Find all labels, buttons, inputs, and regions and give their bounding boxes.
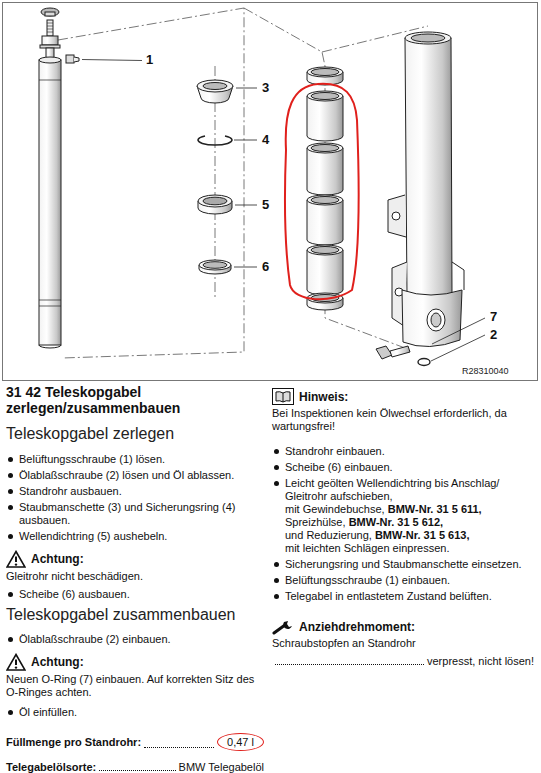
row-block: Füllmenge pro Standrohr: 0,47 l bbox=[6, 733, 264, 751]
step-text: Leicht geölten Wellendichtring bis Ansch… bbox=[285, 477, 499, 502]
li-block: Ölablaßschraube (2) lösen und Öl ablasse… bbox=[6, 469, 264, 482]
step-text: Standrohr ausbauen. bbox=[19, 485, 122, 497]
li-block: Wellendichtring (5) aushebeln. bbox=[6, 530, 264, 543]
torque-heading: Anziehdrehmoment: bbox=[299, 619, 415, 635]
heading-row: Achtung: bbox=[6, 550, 264, 568]
body-text: Gleitrohr nicht beschädigen. bbox=[6, 570, 264, 583]
rowlead-block: verpresst, nicht lösen! bbox=[272, 654, 534, 668]
h1-block: 31 42 Teleskopgabel zerlegen/zusammenbau… bbox=[6, 384, 264, 416]
h2-block: Teleskopgabel zusammenbauen bbox=[6, 605, 264, 624]
callout-number: 2 bbox=[490, 327, 497, 342]
note-heading: Hinweis: bbox=[299, 389, 348, 405]
li-block: Scheibe (6) einbauen. bbox=[272, 461, 534, 474]
step-text: Telegabel in entlastetem Zustand belüfte… bbox=[285, 590, 492, 602]
slider-tube bbox=[388, 32, 464, 347]
drain-screw-and-oring bbox=[376, 318, 485, 366]
spec-value: verpresst, nicht lösen! bbox=[427, 654, 534, 668]
vent-screw bbox=[66, 55, 142, 63]
right-column: Hinweis: Bei Inspektionen kein Ölwechsel … bbox=[272, 388, 534, 668]
frame bbox=[3, 3, 538, 381]
warn-block: Achtung: Gleitrohr nicht beschädigen. bbox=[6, 550, 264, 583]
torque-icon bbox=[272, 619, 294, 635]
part-number: BMW-Nr. 31 5 612, bbox=[349, 516, 444, 528]
seal-parts bbox=[197, 80, 257, 274]
step-text: Belüftungsschraube (1) lösen. bbox=[19, 453, 165, 465]
heading-row: Anziehdrehmoment: bbox=[272, 619, 534, 635]
step-text: Spreizhülse, bbox=[285, 516, 346, 528]
warn-block: Achtung: Neuen O-Ring (7) einbauen. Auf k… bbox=[6, 653, 264, 699]
left-column: 31 42 Teleskopgabel zerlegen/zusammenbau… bbox=[6, 384, 264, 773]
step-text: Scheibe (6) ausbauen. bbox=[19, 588, 130, 600]
warning-icon bbox=[6, 550, 26, 568]
dot-leader bbox=[275, 664, 424, 665]
step-text: Scheibe (6) einbauen. bbox=[285, 461, 393, 473]
spec-value: 0,47 l bbox=[217, 733, 264, 751]
note-text: Bei Inspektionen kein Ölwechsel erforder… bbox=[272, 407, 507, 432]
section-heading: Teleskopgabel zusammenbauen bbox=[6, 606, 235, 623]
fork-tube bbox=[39, 8, 61, 348]
step-text: mit Gewindebuchse, bbox=[285, 503, 385, 515]
step-text: Öl einfüllen. bbox=[19, 706, 77, 718]
part-number: BMW-Nr. 31 5 613, bbox=[375, 529, 470, 541]
body-text: Neuen O-Ring (7) einbauen. Auf korrekten… bbox=[6, 673, 264, 699]
note-icon bbox=[272, 388, 294, 405]
page-title: 31 42 Teleskopgabel zerlegen/zusammenbau… bbox=[6, 384, 180, 416]
heading-row: Hinweis: bbox=[272, 388, 534, 405]
li-block: Staubmanschette (3) und Sicherungsring (… bbox=[6, 501, 264, 527]
h2-block: Teleskopgabel zerlegen bbox=[6, 424, 264, 443]
callout-number: 4 bbox=[262, 132, 269, 147]
hint-block: Hinweis: Bei Inspektionen kein Ölwechsel … bbox=[272, 388, 534, 433]
dot-leader bbox=[99, 770, 175, 771]
step-text: Sicherungsring und Staubmanschette einse… bbox=[285, 558, 522, 570]
callout-number: 3 bbox=[262, 80, 269, 95]
drawing-number: R28310040 bbox=[462, 366, 509, 377]
li-block: Leicht geölten Wellendichtring bis Ansch… bbox=[272, 477, 534, 555]
step-text: mit leichten Schlägen einpressen. bbox=[285, 542, 449, 554]
li-block: Öl einfüllen. bbox=[6, 706, 264, 719]
li-block: Standrohr einbauen. bbox=[272, 445, 534, 458]
li-block: Standrohr ausbauen. bbox=[6, 485, 264, 498]
callout-number: 1 bbox=[146, 52, 153, 67]
spec-label: Füllmenge pro Standrohr: bbox=[6, 735, 141, 749]
warning-text: Gleitrohr nicht beschädigen. bbox=[6, 570, 143, 582]
warning-heading: Achtung: bbox=[31, 551, 84, 567]
guide-bushings bbox=[307, 67, 343, 310]
step-text: Wellendichtring (5) aushebeln. bbox=[19, 530, 167, 542]
torque-text: Schraubstopfen an Standrohr bbox=[272, 637, 416, 649]
body-text: Bei Inspektionen kein Ölwechsel erforder… bbox=[272, 407, 534, 433]
section-heading: Teleskopgabel zerlegen bbox=[6, 425, 174, 442]
callout-number: 7 bbox=[490, 309, 497, 324]
step-text: und Reduzierung, bbox=[285, 529, 372, 541]
row-block: Telegabelölsorte: BMW Telegabelöl bbox=[6, 760, 264, 773]
step-text: Ölablaßschraube (2) einbauen. bbox=[19, 633, 171, 645]
warning-icon bbox=[6, 653, 26, 671]
step-text: Staubmanschette (3) und Sicherungsring (… bbox=[19, 501, 235, 526]
spec-label: Telegabelölsorte: bbox=[6, 760, 96, 773]
fork-illustration bbox=[0, 0, 541, 386]
li-block: Belüftungsschraube (1) lösen. bbox=[6, 453, 264, 466]
part-number: BMW-Nr. 31 5 611, bbox=[388, 503, 482, 515]
step-text: Standrohr einbauen. bbox=[285, 445, 385, 457]
assembly-axis bbox=[58, 8, 428, 358]
li-block: Belüftungsschraube (1) einbauen. bbox=[272, 574, 534, 587]
red-marking bbox=[285, 84, 359, 299]
li-block: Ölablaßschraube (2) einbauen. bbox=[6, 633, 264, 646]
li-block: Scheibe (6) ausbauen. bbox=[6, 588, 264, 601]
dot-leader bbox=[144, 747, 214, 748]
step-text: Belüftungsschraube (1) einbauen. bbox=[285, 574, 450, 586]
warning-text: Neuen O-Ring (7) einbauen. Auf korrekten… bbox=[6, 673, 254, 698]
body-text: Schraubstopfen an Standrohr bbox=[272, 637, 534, 650]
li-block: Sicherungsring und Staubmanschette einse… bbox=[272, 558, 534, 571]
spec-value: BMW Telegabelöl bbox=[179, 760, 264, 773]
torque-block: Anziehdrehmoment: Schraubstopfen an Stand… bbox=[272, 619, 534, 650]
warning-heading: Achtung: bbox=[31, 654, 84, 670]
step-text: Ölablaßschraube (2) lösen und Öl ablasse… bbox=[19, 469, 234, 481]
callout-number: 5 bbox=[262, 197, 269, 212]
callout-number: 6 bbox=[262, 259, 269, 274]
heading-row: Achtung: bbox=[6, 653, 264, 671]
li-block: Telegabel in entlastetem Zustand belüfte… bbox=[272, 590, 534, 603]
